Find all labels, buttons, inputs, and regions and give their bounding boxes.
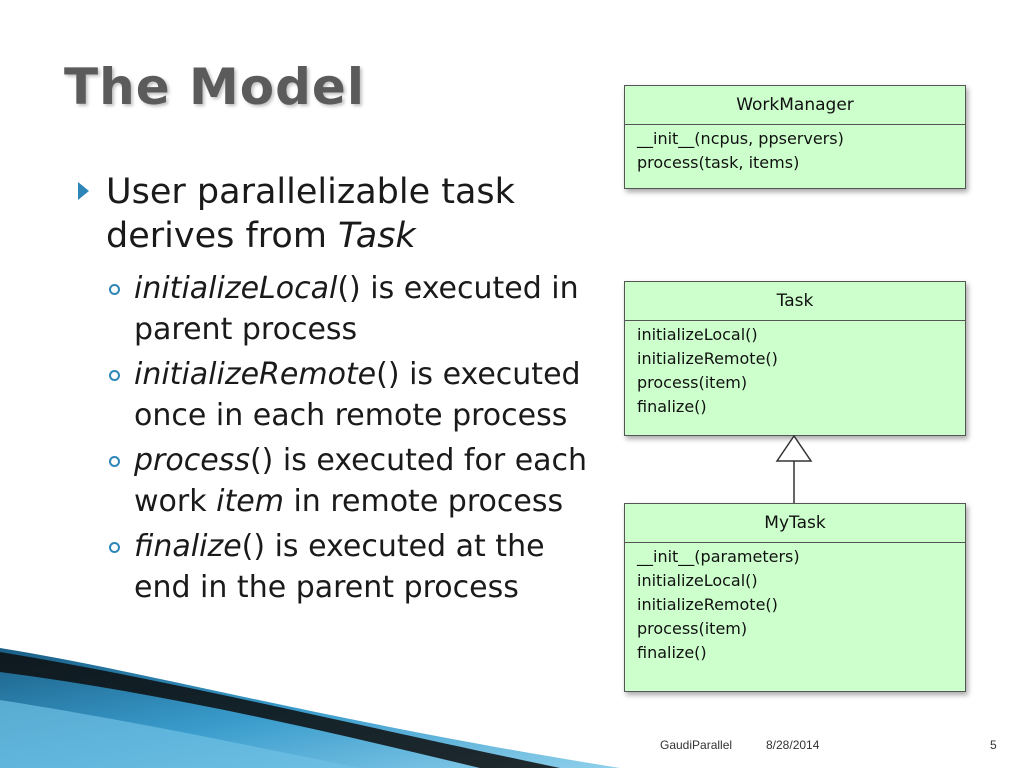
operation: initializeLocal() (637, 325, 758, 344)
footer-presentation-name: GaudiParallel (660, 738, 733, 752)
method-description: () is executed for each work (134, 443, 588, 519)
operation: finalize() (637, 397, 707, 416)
main-bullet: User parallelizable task derives from Ta… (72, 170, 592, 258)
circle-bullet-icon (109, 284, 120, 295)
method-description: () is executed once in each remote proce… (134, 357, 581, 433)
operation: process(item) (637, 619, 748, 638)
operation: initializeLocal() (637, 571, 758, 590)
class-operations: __init__(parameters) initializeLocal() i… (625, 543, 965, 665)
method-name: process (134, 443, 250, 478)
operation: initializeRemote() (637, 349, 778, 368)
circle-bullet-icon (109, 370, 120, 381)
class-name: Task (625, 282, 965, 321)
item-term: item (216, 484, 284, 519)
method-name: finalize (134, 529, 242, 564)
sub-bullet-process: process() is executed for each work item… (72, 440, 592, 522)
bullet-list: User parallelizable task derives from Ta… (72, 170, 592, 612)
footer-page-number: 5 (990, 738, 997, 752)
sub-bullet-finalize: finalize() is executed at the end in the… (72, 526, 592, 608)
circle-bullet-icon (109, 542, 120, 553)
method-description: () is executed at the end in the parent … (134, 529, 545, 605)
method-name: initializeRemote (134, 357, 377, 392)
sub-bullet-list: initializeLocal() is executed in parent … (72, 268, 592, 608)
operation: process(task, items) (637, 153, 800, 172)
method-name: initializeLocal (134, 271, 338, 306)
class-operations: __init__(ncpus, ppservers) process(task,… (625, 125, 965, 175)
class-name: MyTask (625, 504, 965, 543)
main-bullet-italic: Task (338, 216, 416, 256)
sub-bullet-initialize-remote: initializeRemote() is executed once in e… (72, 354, 592, 436)
circle-bullet-icon (109, 456, 120, 467)
class-box-task: Task initializeLocal() initializeRemote(… (624, 281, 966, 436)
operation: process(item) (637, 373, 748, 392)
class-operations: initializeLocal() initializeRemote() pro… (625, 321, 965, 419)
slide-title: The Model (64, 58, 365, 116)
class-box-mytask: MyTask __init__(parameters) initializeLo… (624, 503, 966, 692)
triangle-bullet-icon (78, 182, 89, 200)
decorative-swoosh (0, 648, 620, 768)
method-description: () is executed in parent process (134, 271, 579, 347)
class-name: WorkManager (625, 86, 965, 125)
footer-date: 8/28/2014 (766, 738, 820, 752)
main-bullet-text: User parallelizable task derives from (106, 172, 515, 256)
operation: __init__(parameters) (637, 547, 800, 566)
operation: finalize() (637, 643, 707, 662)
sub-bullet-initialize-local: initializeLocal() is executed in parent … (72, 268, 592, 350)
operation: __init__(ncpus, ppservers) (637, 129, 844, 148)
operation: initializeRemote() (637, 595, 778, 614)
class-box-workmanager: WorkManager __init__(ncpus, ppservers) p… (624, 85, 966, 189)
method-description-end: in remote process (283, 484, 564, 519)
